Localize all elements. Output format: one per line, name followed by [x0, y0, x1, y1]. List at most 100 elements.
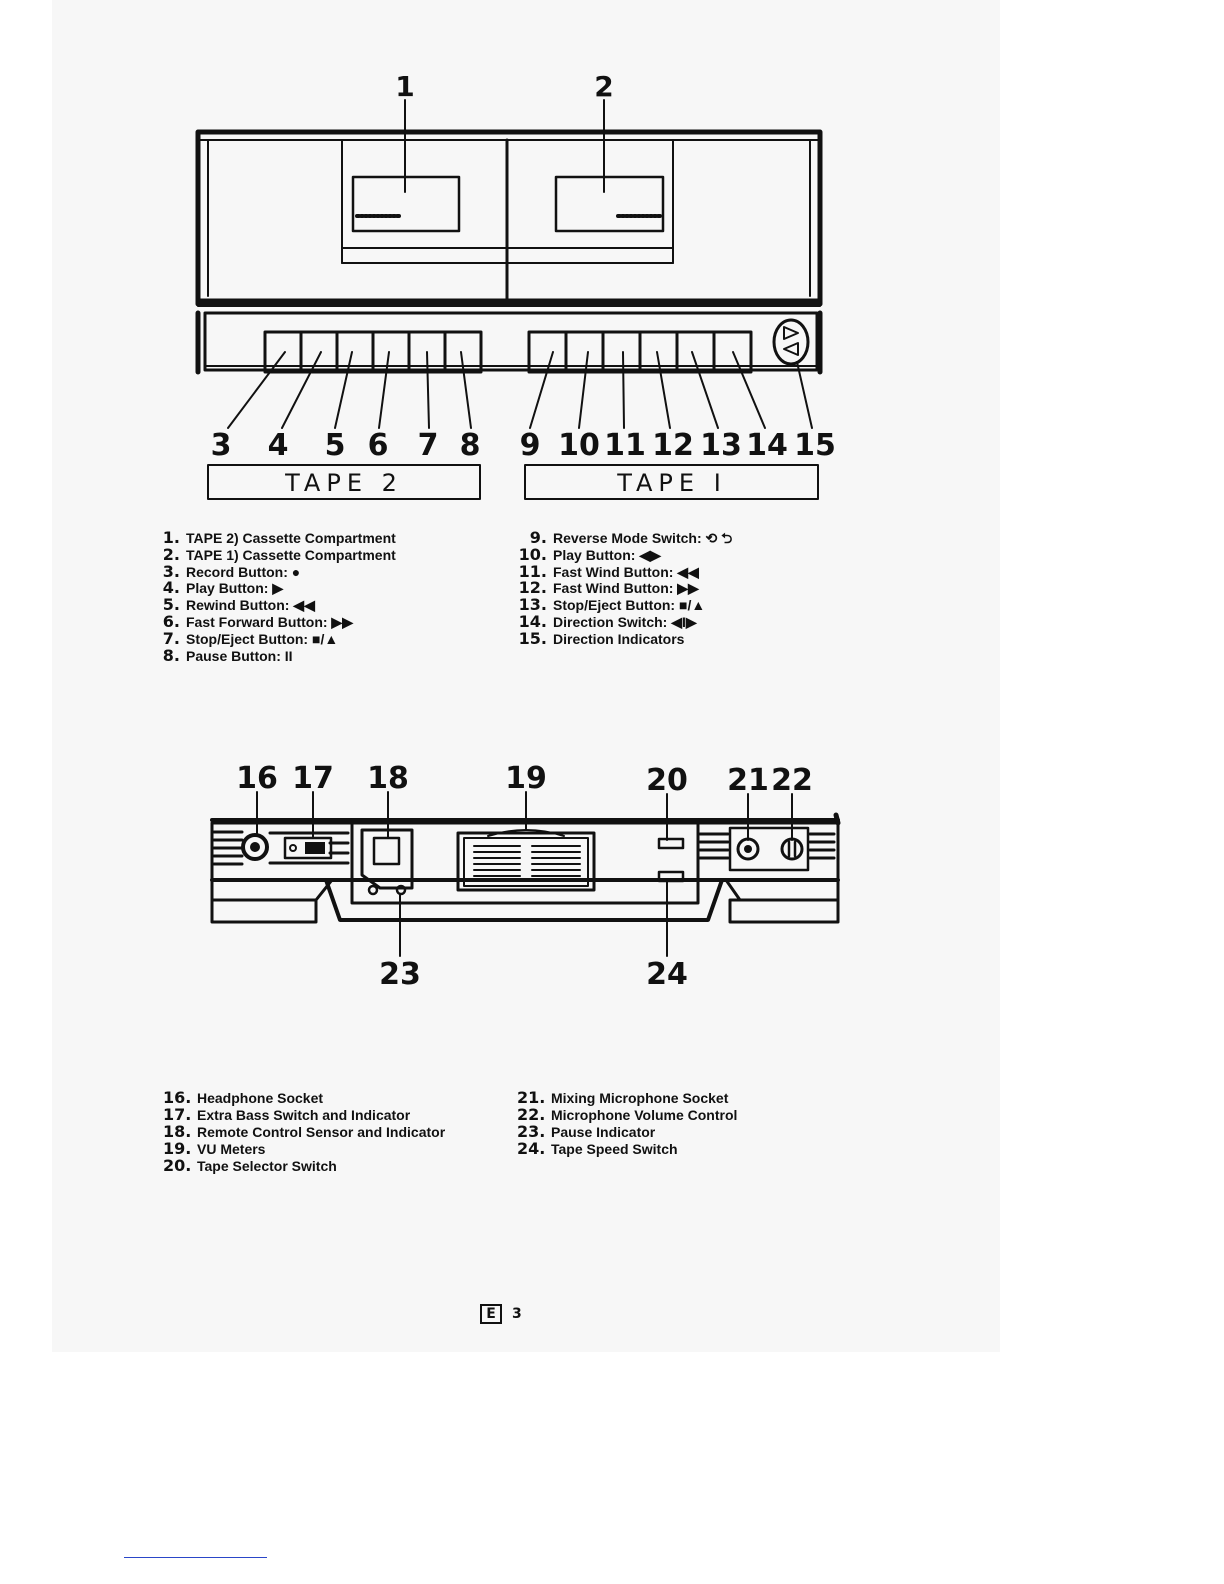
legend-number: 23. [517, 1122, 546, 1141]
legend-item: 23. Pause Indicator [517, 1122, 737, 1141]
legend-item: 9. Reverse Mode Switch: ⟲ ⮌ [517, 528, 733, 547]
legend-number: 12. [518, 578, 547, 598]
tape1-label: TAPE I [616, 469, 727, 497]
callout-8: 8 [460, 428, 481, 463]
callout-23: 23 [379, 957, 421, 992]
leader-lines-bottom [256, 791, 793, 957]
legend-text: Reverse Mode Switch: ⟲ ⮌ [553, 530, 733, 546]
legend-number: 9. [529, 528, 547, 547]
cassette-deck-diagram: 1 2 3 4 5 6 7 8 9 10 11 12 13 14 15 TAPE… [195, 70, 841, 992]
legend-text: Mixing Microphone Socket [551, 1090, 729, 1106]
callout-9: 9 [520, 428, 541, 463]
legend-text: Direction Indicators [553, 630, 685, 647]
right-grille [698, 826, 836, 872]
callout-2: 2 [594, 70, 613, 103]
legend-text: Fast Wind Button: ▶▶ [553, 580, 699, 597]
legend-number: 11. [518, 561, 547, 581]
legend-text: Tape Selector Switch [197, 1158, 337, 1174]
legend-number: 18. [163, 1122, 192, 1141]
callout-18: 18 [367, 761, 409, 796]
legend-number: 2. [162, 544, 180, 564]
callout-1: 1 [395, 70, 414, 103]
legend-item: 17. Extra Bass Switch and Indicator [163, 1105, 445, 1124]
legend-text: Stop/Eject Button: ■/▲ [553, 597, 706, 614]
language-badge: E [480, 1304, 502, 1324]
legend-item: 20.Tape Selector Switch [163, 1156, 445, 1175]
legend-text: Direction Switch: ◀I▶ [553, 613, 697, 630]
legend-item: 16. Headphone Socket [163, 1088, 445, 1107]
legend-item: 5. Rewind Button: ◀◀ [160, 595, 396, 615]
legend-number: 16. [163, 1088, 192, 1107]
legend-item: 6.Fast Forward Button: ▶▶ [160, 611, 396, 631]
left-grille [212, 830, 350, 866]
legend-item: 1. TAPE 2) Cassette Compartment [160, 528, 396, 547]
legend-number: 5. [162, 595, 180, 615]
extra-bass-switch [283, 836, 333, 860]
callout-11: 11 [604, 428, 646, 463]
legend-text: Microphone Volume Control [551, 1107, 738, 1123]
legend-number: 8. [162, 645, 180, 665]
legend-item: 18. Remote Control Sensor and Indicator [163, 1122, 446, 1141]
callout-13: 13 [700, 428, 742, 463]
legend-text: Extra Bass Switch and Indicator [197, 1107, 411, 1123]
legend-number: 10. [518, 544, 547, 564]
legend-item: 15. Direction Indicators [517, 628, 732, 648]
callout-19: 19 [505, 761, 547, 796]
mic-socket-and-volume [736, 837, 804, 861]
callout-5: 5 [325, 428, 346, 463]
legend-text: Play Button: ▶ [186, 580, 284, 597]
tape2-label: TAPE 2 [284, 469, 403, 497]
callout-14: 14 [746, 428, 788, 463]
legend-number: 19. [163, 1139, 192, 1158]
legend-number: 1. [162, 528, 180, 547]
legend-bottom-right: 21. Mixing Microphone Socket 22. Microphon… [517, 1088, 738, 1158]
legend-text: Play Button: ◀▶ [553, 546, 661, 563]
legend-number: 13. [518, 595, 547, 615]
legend-item: 13. Stop/Eject Button: ■/▲ [517, 595, 732, 615]
legend-number: 22. [517, 1105, 546, 1124]
legend-item: 19.VU Meters [163, 1139, 445, 1158]
legend-item: 14. Direction Switch: ◀I▶ [517, 611, 732, 631]
callout-20: 20 [646, 763, 688, 798]
legend-item: 4.Play Button: ▶ [160, 578, 396, 597]
legend-text: Fast Wind Button: ◀◀ [553, 563, 699, 580]
callout-7: 7 [418, 428, 439, 463]
deck-body [195, 129, 823, 307]
callout-12: 12 [652, 428, 694, 463]
page-number: 3 [512, 1306, 522, 1322]
legend-text: Remote Control Sensor and Indicator [197, 1124, 446, 1140]
page-footer: E 3 [480, 1304, 522, 1324]
legend-number: 17. [163, 1105, 192, 1124]
legend-top-left: 1.TAPE 2) Cassette Compartment 2.TAPE 1)… [160, 528, 396, 665]
legend-number: 6. [162, 611, 180, 631]
legend-item: 8. Pause Button: II [160, 645, 396, 665]
cassette-door-tape2 [341, 139, 508, 264]
callout-21: 21 [727, 763, 769, 798]
legend-number: 21. [517, 1088, 546, 1107]
legend-text: Headphone Socket [197, 1090, 324, 1106]
legend-text: Pause Indicator [551, 1124, 656, 1140]
legend-number: 7. [162, 628, 180, 648]
callout-15: 15 [794, 428, 836, 463]
tape1-button-row [527, 330, 753, 374]
legend-item: 22. Microphone Volume Control [517, 1105, 738, 1124]
legend-text: Pause Button: II [186, 647, 293, 664]
legend-text: TAPE 2) Cassette Compartment [186, 530, 396, 546]
control-panel [195, 310, 823, 375]
legend-text: Record Button: ● [186, 563, 301, 580]
legend-text: Rewind Button: ◀◀ [186, 597, 315, 614]
callout-24: 24 [646, 957, 688, 992]
tape-labels: TAPE 2 TAPE I [207, 464, 819, 500]
callout-22: 22 [771, 763, 813, 798]
legend-number: 15. [518, 628, 547, 648]
legend-item: 24.Tape Speed Switch [517, 1139, 737, 1158]
leader-lines-top [227, 99, 813, 429]
headphone-socket [241, 833, 269, 861]
callout-6: 6 [368, 428, 389, 463]
legend-number: 14. [518, 611, 547, 631]
remote-sensor [360, 828, 414, 896]
scanned-page [52, 0, 1000, 1352]
legend-item: 11. Fast Wind Button: ◀◀ [517, 561, 732, 581]
callout-16: 16 [236, 761, 278, 796]
callout-3: 3 [211, 428, 232, 463]
